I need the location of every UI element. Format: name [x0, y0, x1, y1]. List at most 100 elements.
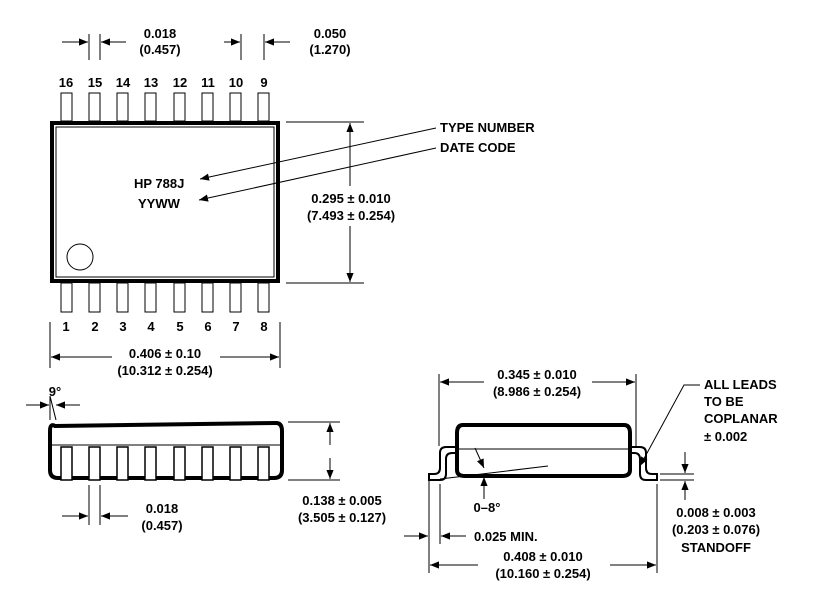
side-pin [257, 446, 270, 481]
type-number-leader [199, 127, 437, 181]
end-body [455, 423, 632, 478]
side-pin [88, 446, 101, 481]
pin-number: 16 [59, 75, 73, 90]
pin-2 [88, 282, 101, 313]
overall-width-dimension: 0.408 ± 0.010 (10.160 ± 0.254) [430, 484, 658, 581]
bottom-pin-numbers: 1 2 3 4 5 6 7 8 [62, 319, 267, 334]
pin-7 [229, 282, 242, 313]
svg-text:(3.505 ± 0.127): (3.505 ± 0.127) [298, 510, 386, 525]
pin-pitch-dimension: 0.018 (0.457) [62, 26, 181, 60]
lead-length-dimension: 0.025 MIN. [404, 480, 538, 573]
svg-text:0.406 ± 0.10: 0.406 ± 0.10 [129, 346, 201, 361]
svg-text:9°: 9° [49, 384, 61, 399]
svg-text:0.018: 0.018 [144, 26, 177, 41]
side-pin [60, 446, 73, 481]
pin-15 [88, 92, 101, 122]
pin-8 [257, 282, 270, 313]
pin-6 [201, 282, 214, 313]
pin-number: 12 [173, 75, 187, 90]
pin-number: 9 [260, 75, 267, 90]
end-lead-left [428, 446, 460, 481]
pin-width-dimension: 0.050 (1.270) [224, 26, 351, 60]
body-width-dimension: 0.295 ± 0.010 (7.493 ± 0.254) [286, 121, 395, 284]
side-pin-width-dimension: 0.018 (0.457) [62, 485, 183, 533]
svg-text:± 0.002: ± 0.002 [704, 429, 747, 444]
svg-text:0.408 ± 0.010: 0.408 ± 0.010 [503, 549, 582, 564]
side-body [48, 420, 284, 480]
draft-angle-dimension: 9° [26, 384, 80, 421]
pin-5 [173, 282, 186, 313]
side-view: 9° 0.018 (0.457) [26, 384, 386, 533]
part-marking: HP 788J [134, 176, 184, 191]
side-pin [229, 446, 242, 481]
date-code-label: DATE CODE [440, 140, 516, 155]
pin-number: 14 [116, 75, 131, 90]
side-pin [201, 446, 214, 481]
svg-text:(0.203 ± 0.076): (0.203 ± 0.076) [672, 522, 760, 537]
top-view: 16 15 14 13 12 11 10 9 1 2 3 4 5 6 7 8 H… [49, 26, 535, 378]
end-view: 0–8° 0.345 ± 0.010 (8.986 ± 0.254) ALL L… [404, 367, 778, 581]
coplanarity-note: ALL LEADS TO BE COPLANAR ± 0.002 [639, 377, 778, 467]
end-body-width-dimension: 0.345 ± 0.010 (8.986 ± 0.254) [438, 367, 637, 446]
pin-number: 1 [62, 319, 69, 334]
package-inner-outline [55, 126, 275, 278]
pin-16 [60, 92, 73, 122]
pin-number: 7 [232, 319, 239, 334]
standoff-dimension: 0.008 ± 0.003 (0.203 ± 0.076) STANDOFF [660, 452, 760, 555]
pin-11 [201, 92, 214, 122]
svg-text:(1.270): (1.270) [309, 42, 350, 57]
body-length-dimension: 0.406 ± 0.10 (10.312 ± 0.254) [49, 322, 281, 378]
svg-text:0.295 ± 0.010: 0.295 ± 0.010 [311, 191, 390, 206]
pin-10 [229, 92, 242, 122]
pin-number: 4 [147, 319, 155, 334]
pin-12 [173, 92, 186, 122]
pin-number: 11 [201, 75, 215, 90]
svg-text:0.008 ± 0.003: 0.008 ± 0.003 [676, 505, 755, 520]
pin-9 [257, 92, 270, 122]
date-marking: YYWW [138, 196, 181, 211]
pin-number: 5 [176, 319, 183, 334]
package-body [50, 121, 280, 283]
pin-14 [116, 92, 129, 122]
svg-text:0–8°: 0–8° [474, 500, 501, 515]
height-dimension: 0.138 ± 0.005 (3.505 ± 0.127) [288, 421, 386, 525]
pin-number: 15 [88, 75, 102, 90]
svg-text:(10.312 ± 0.254): (10.312 ± 0.254) [117, 363, 212, 378]
side-pin [144, 446, 157, 481]
lead-angle-dimension: 0–8° [439, 447, 549, 515]
pin-number: 8 [260, 319, 267, 334]
svg-text:(10.160 ± 0.254): (10.160 ± 0.254) [495, 566, 590, 581]
top-pin-numbers: 16 15 14 13 12 11 10 9 [59, 75, 268, 90]
pin-3 [116, 282, 129, 313]
date-code-leader [198, 147, 437, 202]
svg-text:COPLANAR: COPLANAR [704, 411, 778, 426]
svg-text:TO BE: TO BE [704, 394, 744, 409]
svg-text:0.050: 0.050 [314, 26, 347, 41]
pin-number: 6 [204, 319, 211, 334]
svg-text:0.025 MIN.: 0.025 MIN. [474, 529, 538, 544]
svg-text:ALL LEADS: ALL LEADS [704, 377, 777, 392]
pin-number: 10 [229, 75, 243, 90]
pin-1 [60, 282, 73, 313]
pin-4 [144, 282, 157, 313]
svg-text:0.345 ± 0.010: 0.345 ± 0.010 [497, 367, 576, 382]
side-pin [116, 446, 129, 481]
type-number-label: TYPE NUMBER [440, 120, 535, 135]
bottom-pins [60, 282, 270, 313]
pin-number: 3 [119, 319, 126, 334]
svg-text:(0.457): (0.457) [141, 518, 182, 533]
pin1-index-dot [66, 243, 94, 271]
svg-text:(7.493 ± 0.254): (7.493 ± 0.254) [307, 208, 395, 223]
pin-number: 2 [91, 319, 98, 334]
side-pins [60, 446, 270, 481]
side-pin [173, 446, 186, 481]
svg-text:STANDOFF: STANDOFF [681, 540, 751, 555]
top-pins [60, 92, 270, 122]
svg-text:0.138 ± 0.005: 0.138 ± 0.005 [302, 493, 381, 508]
pin-13 [144, 92, 157, 122]
svg-text:0.018: 0.018 [146, 501, 179, 516]
pin-number: 13 [144, 75, 158, 90]
svg-text:(8.986 ± 0.254): (8.986 ± 0.254) [493, 384, 581, 399]
svg-text:(0.457): (0.457) [139, 42, 180, 57]
